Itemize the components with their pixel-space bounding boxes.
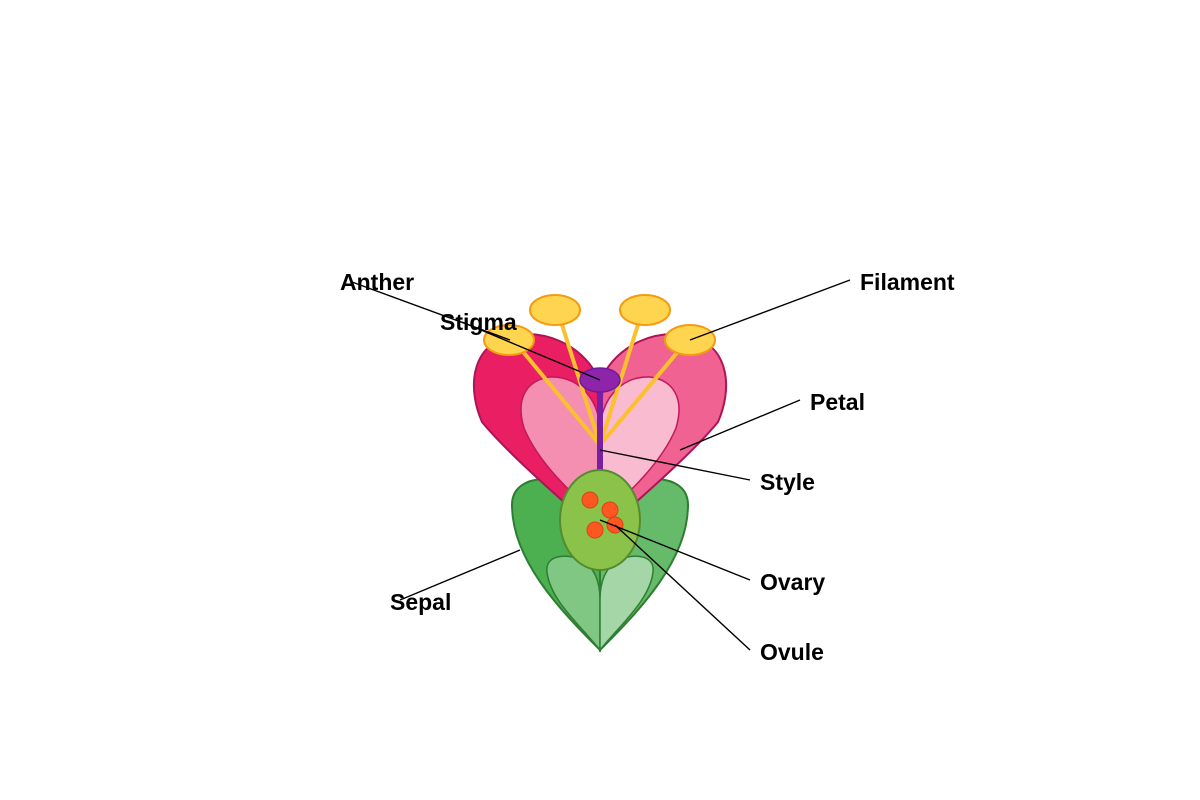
leader-style [599, 449, 751, 481]
leader-stigma [461, 321, 601, 381]
anther-2 [529, 294, 581, 326]
leader-petal [679, 399, 801, 451]
label-stigma: Stigma [440, 309, 517, 335]
filament-3 [598, 310, 644, 447]
leader-sepal [399, 549, 521, 601]
label-ovary: Ovary [760, 569, 825, 595]
style [597, 385, 603, 480]
labels: Anther Stigma Filament Petal Style Ovary… [340, 269, 955, 665]
label-sepal: Sepal [390, 589, 451, 615]
leader-filament [689, 279, 851, 341]
ovule-3 [586, 521, 604, 539]
label-petal: Petal [810, 389, 865, 415]
label-anther: Anther [340, 269, 414, 295]
filament-1 [513, 340, 602, 447]
filament-4 [598, 340, 688, 447]
sepal-inner-right [599, 555, 654, 653]
label-ovule: Ovule [760, 639, 824, 665]
leader-ovule [614, 524, 751, 651]
anther-3 [619, 294, 671, 326]
leader-ovary [599, 519, 751, 581]
filament-2 [556, 310, 602, 447]
ovules [581, 491, 624, 539]
label-style: Style [760, 469, 815, 495]
leader-lines [351, 279, 851, 651]
label-filament: Filament [860, 269, 955, 295]
ovule-1 [581, 491, 599, 509]
filaments [513, 310, 688, 447]
leader-anther [351, 281, 511, 341]
sepal-inner-left [546, 555, 601, 653]
ovule-2 [601, 501, 619, 519]
sepal-inner [546, 555, 654, 653]
